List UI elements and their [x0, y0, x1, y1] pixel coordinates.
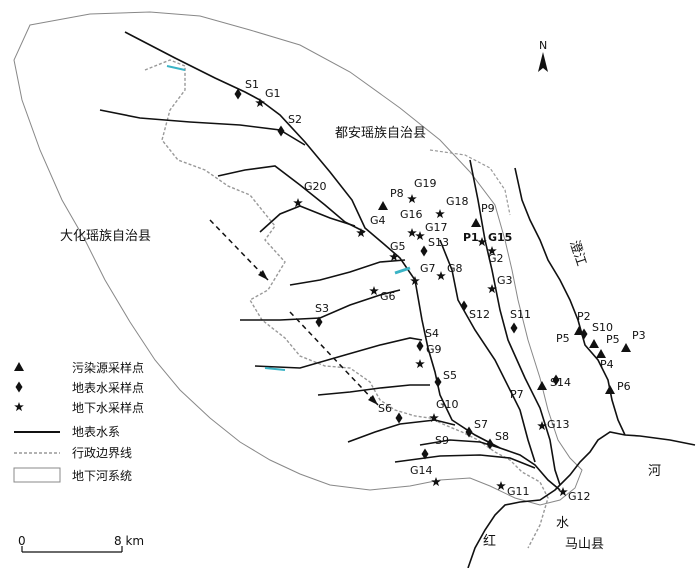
site-G18: G18 [446, 195, 469, 208]
hongshui-river [467, 431, 696, 568]
river-label-hong: 红 [483, 533, 496, 549]
site-G5: G5 [390, 240, 406, 253]
site-G2: G2 [488, 252, 504, 265]
north-label: N [539, 39, 547, 52]
flow-arrows [209, 219, 379, 406]
site-P2: P2 [577, 310, 591, 323]
site-P5b: P5 [606, 333, 620, 346]
scale-zero: 0 [18, 534, 26, 548]
legend-pollution: 污染源采样点 [72, 360, 144, 375]
site-P9: P9 [481, 202, 495, 215]
site-P3: P3 [632, 329, 646, 342]
admin-boundary [144, 59, 549, 549]
legend: 污染源采样点 地表水采样点 地下水采样点 地表水系 行政边界线 地下河系统 [13, 360, 144, 483]
legend-surface-sample: 地表水采样点 [72, 380, 144, 395]
river-label-chengjiang: 澄江 [566, 239, 588, 268]
pollution-points: P8 P9 P7 P2 P3 P5 P5 P4 P6 [378, 187, 646, 401]
site-S3: S3 [315, 302, 329, 315]
site-S1: S1 [245, 78, 259, 91]
site-S12: S12 [469, 308, 490, 321]
site-G1: G1 [265, 87, 281, 100]
site-P4: P4 [600, 358, 614, 371]
river-accent-3 [264, 367, 286, 371]
site-S2: S2 [288, 113, 302, 126]
site-G4: G4 [370, 214, 386, 227]
legend-surface-system: 地表水系 [72, 425, 120, 439]
site-G15: G15 [488, 231, 512, 244]
site-G16: G16 [400, 208, 423, 221]
site-S6: S6 [378, 402, 392, 415]
river-label-shui: 水 [556, 516, 569, 531]
site-S7: S7 [474, 418, 488, 431]
groundwater-points: G1 G2 G3 G4 G5 G6 G7 G8 G9 G10 G11 G12 G… [255, 87, 591, 503]
site-G3: G3 [497, 274, 513, 287]
site-G11: G11 [507, 485, 530, 498]
scale-value: 8 km [114, 534, 144, 548]
site-G14: G14 [410, 464, 433, 477]
site-S11: S11 [510, 308, 531, 321]
scale-bar: 0 8 km [18, 534, 144, 553]
site-G7: G7 [420, 262, 436, 275]
region-duan: 都安瑶族自治县 [335, 125, 426, 141]
north-arrow: N [538, 39, 548, 72]
site-P7: P7 [510, 388, 524, 401]
river-accent-2 [166, 65, 186, 71]
site-S5: S5 [443, 369, 457, 382]
site-S10: S10 [592, 321, 613, 334]
site-G10: G10 [436, 398, 459, 411]
site-G6: G6 [380, 290, 396, 303]
surface-water-points: S1 S2 S3 S4 S5 S6 S7 S8 S9 S10 S11 S12 S… [234, 78, 613, 460]
legend-ground-sample: 地下水采样点 [72, 400, 144, 415]
site-P5a: P5 [556, 332, 570, 345]
site-P8: P8 [390, 187, 404, 200]
site-S14: S14 [550, 376, 571, 389]
site-P6: P6 [617, 380, 631, 393]
site-S4: S4 [425, 327, 439, 340]
site-S9: S9 [435, 434, 449, 447]
region-dahua: 大化瑶族自治县 [60, 228, 151, 244]
region-mashan: 马山县 [565, 537, 604, 552]
river-label-he: 河 [648, 464, 661, 479]
site-G19: G19 [414, 177, 437, 190]
site-G17: G17 [425, 221, 448, 234]
site-S13: S13 [428, 236, 449, 249]
legend-underground-river: 地下河系统 [72, 469, 132, 483]
site-G13: G13 [547, 418, 570, 431]
chengjiang-river [514, 167, 626, 436]
site-G12: G12 [568, 490, 591, 503]
river-accent-1 [394, 266, 411, 275]
admin-boundary-east [429, 149, 511, 216]
site-G8: G8 [447, 262, 463, 275]
site-P1: P1 [463, 231, 479, 244]
site-G9: G9 [426, 343, 442, 356]
legend-boundary: 行政边界线 [72, 446, 132, 460]
site-S8: S8 [495, 430, 509, 443]
site-G20: G20 [304, 180, 327, 193]
underground-river-area [13, 11, 583, 506]
